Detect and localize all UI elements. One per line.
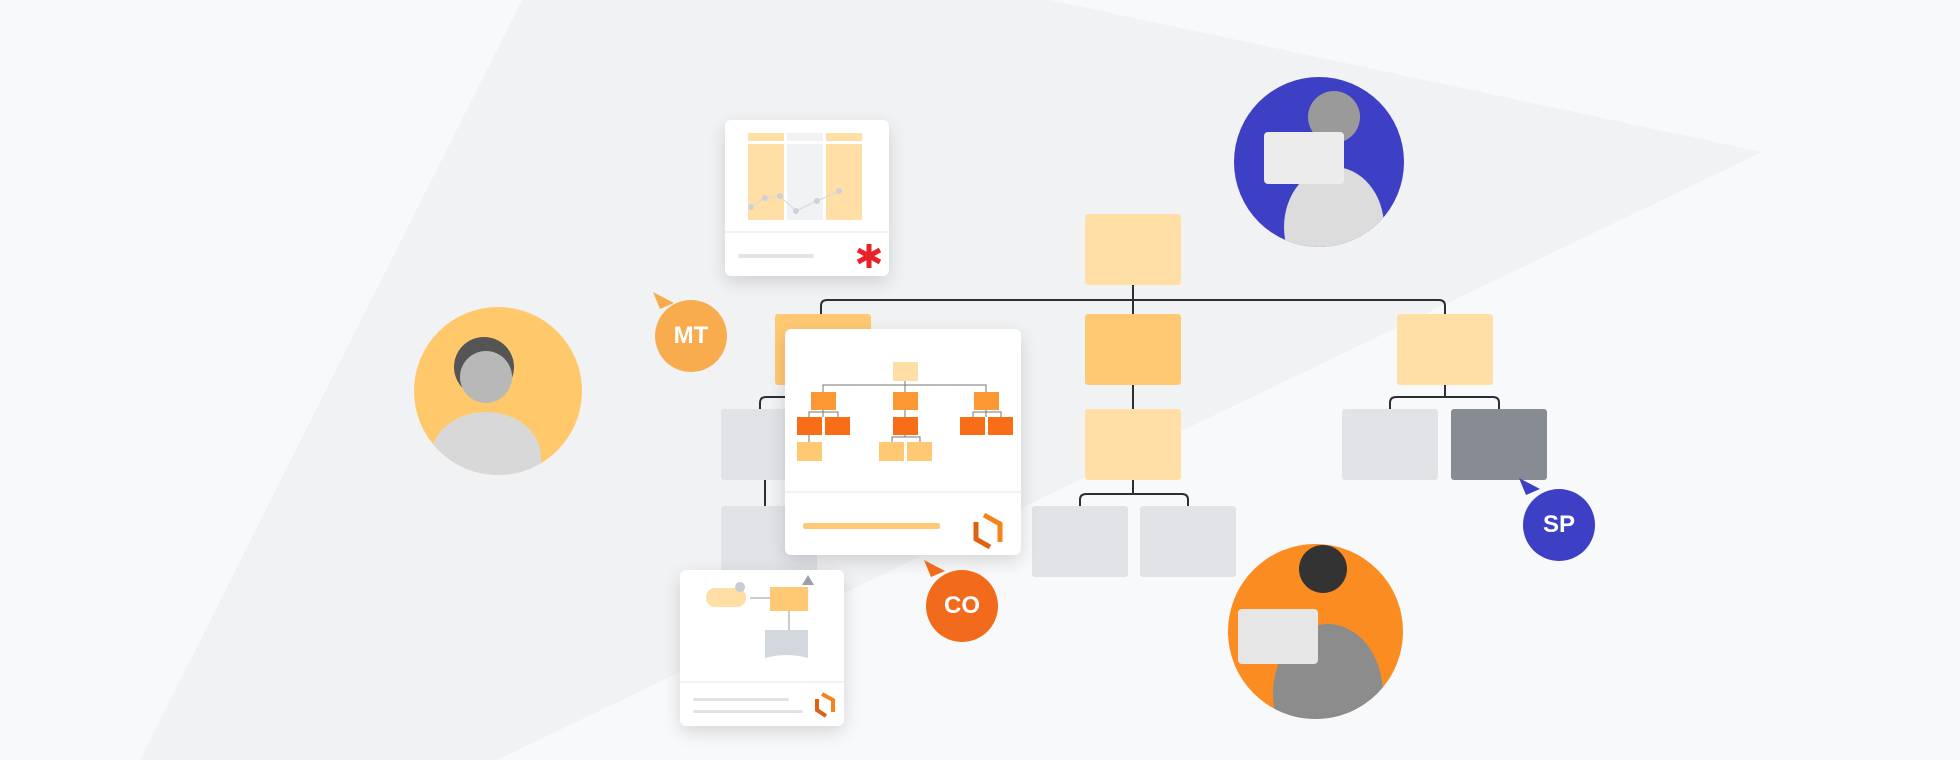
person-photo-1 xyxy=(414,307,582,475)
badge-initials: SP xyxy=(1542,511,1575,538)
orange-hexagon-logo-icon xyxy=(815,692,835,718)
flowchart-thumbnail xyxy=(680,575,844,713)
org-node-center-grandchild-2[interactable] xyxy=(1140,506,1236,577)
org-node-right[interactable] xyxy=(1397,314,1493,385)
cursor-pointer-icon xyxy=(1519,478,1540,495)
flowchart-template-card[interactable] xyxy=(680,570,844,726)
chart-template-card[interactable] xyxy=(725,120,889,276)
org-node-root[interactable] xyxy=(1085,214,1181,285)
cursor-pointer-icon xyxy=(653,292,674,309)
person-photo-3 xyxy=(1228,544,1403,719)
org-node-right-child-1[interactable] xyxy=(1342,409,1438,480)
badge-initials: MT xyxy=(673,322,709,349)
org-node-center-grandchild-1[interactable] xyxy=(1032,506,1128,577)
org-chart-connectors xyxy=(759,285,1500,506)
org-node-right-child-2[interactable] xyxy=(1451,409,1547,480)
org-node-center-child[interactable] xyxy=(1085,409,1181,480)
badge-initials: CO xyxy=(944,592,980,619)
orange-hexagon-logo-icon xyxy=(973,512,1003,550)
collaborator-badge-co[interactable]: CO xyxy=(926,570,998,642)
org-node-center[interactable] xyxy=(1085,314,1181,385)
chart-thumbnail xyxy=(725,133,889,258)
collaborator-badge-sp[interactable]: SP xyxy=(1523,489,1595,561)
person-photo-2 xyxy=(1234,77,1404,247)
cursor-pointer-icon xyxy=(924,560,945,577)
red-asterisk-logo-icon xyxy=(856,244,882,268)
collaborator-badge-mt[interactable]: MT xyxy=(655,300,727,372)
org-chart-template-card[interactable] xyxy=(785,329,1021,555)
org-chart-thumbnail xyxy=(785,362,1021,529)
